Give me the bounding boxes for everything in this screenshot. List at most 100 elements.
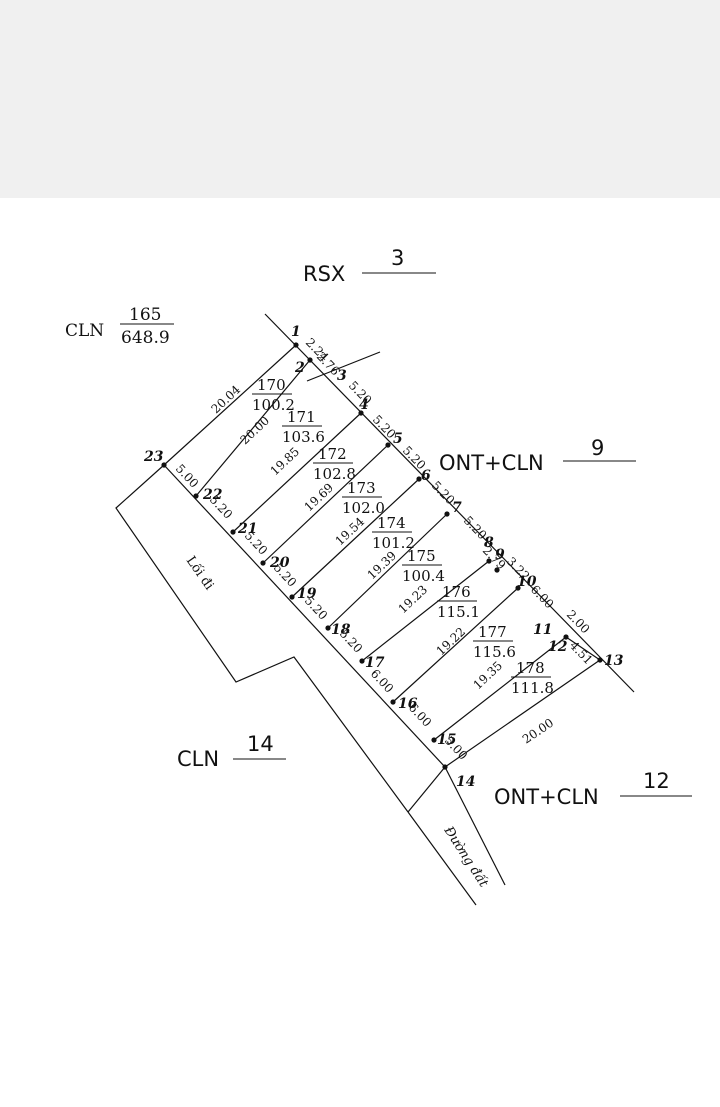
vertex-dot	[385, 442, 391, 448]
vertex-dot	[390, 699, 396, 705]
vertex-dot	[260, 560, 266, 566]
parcel-labels: 170 100.2 171 103.6 172 102.8 173 102.0 …	[252, 376, 554, 697]
parcel-area: 100.4	[402, 567, 445, 585]
vertex-dot	[486, 558, 492, 564]
dim-left-23-22: 5.00	[173, 461, 201, 490]
vertex-label-3: 3	[337, 368, 347, 384]
vertex-label-15: 15	[437, 732, 456, 748]
parcel-number: 172	[318, 445, 347, 463]
parcel-label: 171 103.6	[282, 408, 325, 446]
zone-cln-14-number: 14	[247, 732, 274, 756]
zone-ont-cln-12-number: 12	[643, 769, 670, 793]
dim-divider-10-16: 19.22	[433, 625, 468, 659]
parcel-label: 175 100.4	[402, 547, 445, 585]
vertex-dot	[358, 410, 364, 416]
parcel-label: 173 102.0	[342, 479, 385, 517]
rsx-boundary-stub	[306, 351, 381, 382]
zone-rsx-number: 3	[391, 246, 404, 270]
vertex-dot	[431, 737, 437, 743]
vertex-label-20: 20	[269, 555, 290, 571]
parcel-label: 176 115.1	[437, 583, 480, 621]
zone-cln-14-label: CLN	[177, 747, 219, 771]
divider-5-20	[262, 444, 389, 564]
parcel-area: 103.6	[282, 428, 325, 446]
vertex-label-16: 16	[398, 696, 418, 712]
parcel-area: 102.0	[342, 499, 385, 517]
parcel-label: 170 100.2	[252, 376, 295, 414]
parcel-area: 102.8	[313, 465, 356, 483]
vertex-label-13: 13	[604, 653, 624, 669]
zone-rsx-label: RSX	[303, 262, 345, 286]
parcel-number: 176	[442, 583, 471, 601]
vertex-dot	[293, 342, 299, 348]
vertex-label-7: 7	[452, 500, 462, 516]
vertex-label-12: 12	[548, 639, 568, 655]
dim-top-10-11: 6.00	[528, 582, 557, 611]
dim-divider-5-20: 19.69	[301, 481, 336, 515]
dirt-road-left-line	[407, 811, 477, 906]
parcel-number: 175	[407, 547, 436, 565]
dirt-road-right-line	[444, 766, 506, 886]
top-gray-band	[0, 0, 720, 198]
left-boundary-line	[163, 464, 446, 768]
divider-4-21	[232, 412, 362, 533]
parcel-area: 115.6	[473, 643, 516, 661]
vertex-label-9: 9	[495, 547, 505, 563]
dim-bottom-13-14: 20.00	[520, 716, 556, 747]
dim-top-11-12: 2.00	[564, 607, 593, 636]
vertex-dot	[289, 594, 295, 600]
zone-ont-cln-12-label: ONT+CLN	[494, 785, 599, 809]
parcel-label: 177 115.6	[473, 623, 516, 661]
dim-left-18-17: 5.20	[337, 626, 365, 655]
dim-divider-11-15: 19.35	[470, 659, 505, 693]
parcel-area: 100.2	[252, 396, 295, 414]
vertex-dot	[325, 625, 331, 631]
vertex-label-6: 6	[421, 468, 431, 484]
divider-7-18	[327, 513, 448, 629]
vertex-dot	[444, 511, 450, 517]
dim-left-16-15: 6.00	[406, 700, 434, 729]
divider-11-15	[433, 636, 567, 741]
divider-8-17	[361, 560, 490, 662]
dim-divider-3-22: 20.00	[237, 414, 272, 448]
vertex-label-19: 19	[297, 586, 317, 602]
vertex-label-21: 21	[237, 521, 257, 537]
zone-cln-165-label: CLN	[65, 321, 104, 341]
parcel-area: 101.2	[372, 534, 415, 552]
vertex-dot	[515, 585, 521, 591]
zone-ont-cln-9-label: ONT+CLN	[439, 451, 544, 475]
parcel-label: 172 102.8	[313, 445, 356, 483]
vertex-dot	[563, 634, 569, 640]
vertex-label-14: 14	[456, 774, 475, 790]
parcel-number: 177	[478, 623, 507, 641]
vertex-dot	[307, 357, 313, 363]
divider-3-22	[195, 359, 311, 497]
dim-divider-1-23: 20.04	[208, 382, 243, 416]
parcel-area: 115.1	[437, 603, 480, 621]
bottom-edge-13-14	[444, 659, 601, 768]
parcel-number: 178	[516, 659, 545, 677]
zone-cln-165-area: 648.9	[121, 328, 170, 348]
right-edge-12-13	[565, 636, 601, 661]
vertex-label-17: 17	[365, 655, 385, 671]
parcel-number: 171	[287, 408, 316, 426]
divider-6-19	[291, 478, 420, 598]
vertex-label-2: 2	[294, 360, 305, 376]
vertex-label-23: 23	[143, 449, 164, 465]
parcel-label: 174 101.2	[372, 514, 415, 552]
divider-10-16	[392, 587, 519, 703]
vertex-label-22: 22	[202, 487, 223, 503]
divider-1-23	[163, 344, 297, 466]
dim-right-12-13: 4.51	[567, 638, 596, 667]
access-path-label: Lối đi	[183, 553, 218, 593]
vertex-dots	[161, 342, 603, 770]
vertex-dot	[494, 567, 500, 573]
vertex-label-10: 10	[517, 574, 537, 590]
parcel-label: 178 111.8	[511, 659, 554, 697]
dirt-road-label: Đường đất	[440, 823, 492, 891]
vertex-dot	[597, 657, 603, 663]
dim-left-22-21: 5.20	[207, 492, 235, 521]
access-path-end	[407, 766, 446, 813]
parcel-area: 111.8	[511, 679, 554, 697]
zone-cln-165-number: 165	[129, 305, 161, 325]
